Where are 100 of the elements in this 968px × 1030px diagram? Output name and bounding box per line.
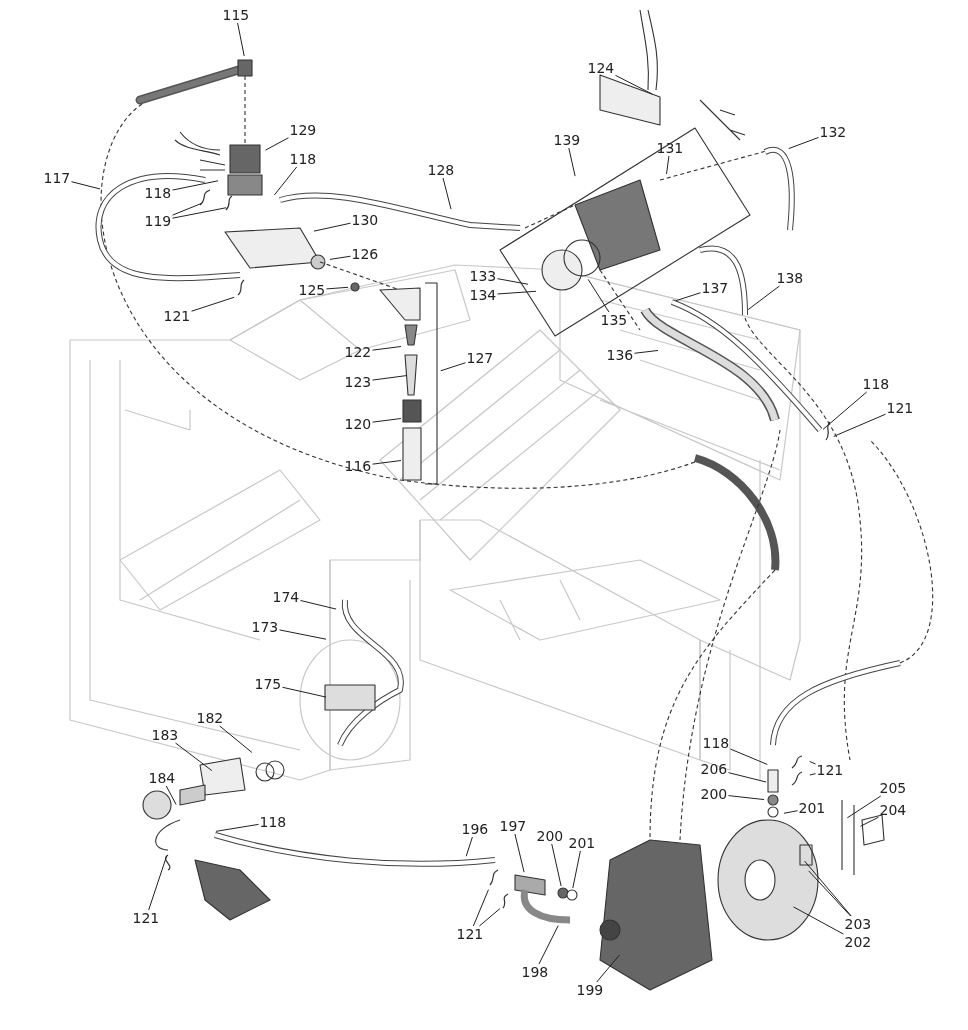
leader-line [587,278,610,313]
leader-line [172,180,219,191]
callout-number: 130 [350,212,380,228]
callout-number: 121 [455,926,485,942]
leader-line [300,600,337,610]
leader-line [372,418,402,423]
leader-line [809,761,816,765]
callout-number: 133 [468,268,498,284]
leader-line [313,222,351,232]
leader-line [634,349,659,354]
callout-number: 118 [701,735,731,751]
callout-number: 202 [843,934,873,950]
leader-line [497,278,529,285]
leader-line [833,413,886,437]
leader-line [215,823,259,832]
callout-number: 136 [605,347,635,363]
leader-line [191,296,235,312]
callout-number: 184 [147,770,177,786]
callout-number: 123 [343,374,373,390]
callout-number: 118 [288,151,318,167]
leader-line [329,255,351,260]
callout-number: 138 [775,270,805,286]
leader-line [728,795,765,801]
leader-line [274,166,298,196]
leader-line [675,292,701,302]
leader-line [783,810,798,814]
leader-line [747,285,780,311]
callout-number: 115 [221,7,251,23]
callout-number: 132 [818,124,848,140]
leader-line [372,375,408,381]
callout-number: 117 [42,170,72,186]
leader-line [172,203,202,216]
leader-line [804,860,852,917]
callout-number: 121 [815,762,845,778]
leader-line [279,629,327,640]
leader-line [551,843,562,887]
callout-number: 201 [567,835,597,851]
callout-number: 201 [797,800,827,816]
leader-line [372,346,402,351]
callout-number: 199 [575,982,605,998]
callout-number: 183 [150,727,180,743]
leader-line [472,889,489,927]
callout-number: 128 [426,162,456,178]
callout-number: 118 [258,814,288,830]
leader-line [793,906,844,935]
leader-line [465,836,473,857]
callout-number: 200 [535,828,565,844]
leader-line [282,686,327,698]
callout-number: 121 [162,308,192,324]
leader-line [442,177,452,210]
callout-number: 131 [655,140,685,156]
leader-line [809,773,816,776]
leader-line [615,74,653,95]
leader-line [808,870,852,917]
callout-number: 122 [343,344,373,360]
leader-line [666,155,670,175]
leader-line [372,460,402,465]
callout-number: 204 [878,802,908,818]
callout-number: 205 [878,780,908,796]
callout-number: 119 [143,213,173,229]
callout-number: 125 [297,282,327,298]
callout-number: 206 [699,761,729,777]
callout-number: 182 [195,710,225,726]
leader-line [514,833,525,873]
callout-number: 173 [250,619,280,635]
callout-number: 124 [586,60,616,76]
callout-number: 200 [699,786,729,802]
callout-number: 196 [460,821,490,837]
callout-number: 126 [350,246,380,262]
leader-line [148,855,168,911]
leader-line [596,954,620,983]
leader-line [175,742,213,772]
leader-line [265,137,289,151]
leader-line [237,22,245,57]
callout-number: 118 [143,185,173,201]
leader-line [822,391,868,430]
leader-line [572,850,581,889]
leader-line [788,136,819,150]
callout-number: 175 [253,676,283,692]
callout-number: 135 [599,312,629,328]
leader-line [71,181,101,190]
leader-line [326,286,349,290]
callout-number: 203 [843,916,873,932]
callout-number: 129 [288,122,318,138]
leader-line [538,925,559,965]
callout-number: 121 [885,400,915,416]
leader-line [440,362,466,372]
leader-line [568,147,576,177]
leader-line [860,816,879,827]
callout-number: 118 [861,376,891,392]
callout-number: 116 [343,458,373,474]
leader-line [165,785,177,805]
callout-number: 174 [271,589,301,605]
callout-number: 127 [465,350,495,366]
callout-number: 134 [468,287,498,303]
leader-line [846,795,882,819]
callout-number: 137 [700,280,730,296]
leader-line [730,748,768,765]
callout-number: 120 [343,416,373,432]
callout-number: 197 [498,818,528,834]
